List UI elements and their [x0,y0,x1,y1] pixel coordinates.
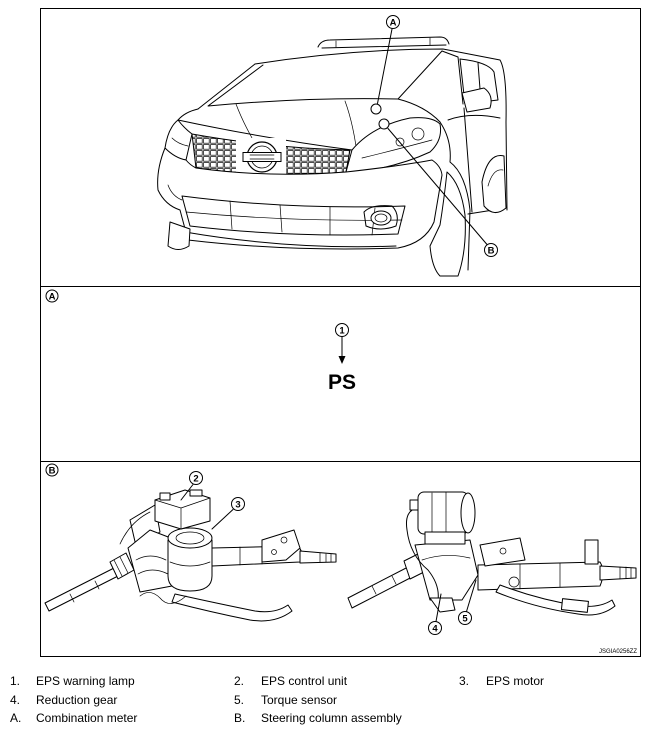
column-tube-right [477,561,604,591]
panel-b: B [44,463,637,655]
panel-b-label: B [49,466,56,477]
legend-label: Torque sensor [261,693,338,707]
legend-label: EPS warning lamp [36,674,135,688]
legend-label: Reduction gear [36,693,118,707]
eps-motor-right [417,491,476,545]
reduction-gear-housing-right [414,539,479,601]
legend-label: EPS motor [486,674,545,688]
mounting-bracket [261,529,301,563]
callout-5: 5 [458,579,477,625]
panel-a-label: A [49,292,56,303]
figure-code: JSGIA0256ZZ [599,649,637,655]
side-mirror [461,87,492,113]
eps-control-unit [154,489,211,530]
steering-shaft-end-right [599,565,637,581]
legend-num: B. [234,711,246,725]
tilt-lever [171,593,293,622]
callout-1-label: 1 [339,326,345,337]
windshield [207,50,443,107]
legend-num: 5. [234,693,245,707]
steering-shaft-end [299,550,337,564]
combination-meter-marker [370,103,382,115]
side-window [459,58,499,105]
callout-4: 4 [428,593,442,635]
legend-num: 2. [234,674,245,688]
callout-4-label: 4 [432,624,438,635]
callout-b: B [378,118,498,257]
callout-b-label: B [488,246,495,257]
front-bumper [157,147,443,250]
lower-intake [181,195,406,236]
tilt-lever-right [495,584,616,616]
callout-a: A [370,15,400,115]
callout-3-label: 3 [235,500,240,511]
arrow-down-icon [338,356,346,364]
front-tire-left [167,221,191,250]
rear-tire [481,155,507,213]
steering-column-left-view [44,489,337,622]
panel-a: A 1 PS [45,289,356,394]
legend-label: EPS control unit [261,674,348,688]
component-location-figure: A B A 1 PS B [40,8,641,657]
legend-num: 1. [10,674,21,688]
callout-3: 3 [211,497,245,530]
mounting-plate-right [584,539,599,565]
callout-2-label: 2 [193,474,198,485]
callout-5-label: 5 [462,614,468,625]
figure-frame [40,8,641,657]
steering-column-right-view [347,491,637,616]
steering-column-marker [378,118,390,130]
legend-label: Combination meter [36,711,138,725]
legend-num: 3. [459,674,470,688]
eps-motor [167,527,213,592]
upper-bracket-right [479,537,526,567]
ps-warning-lamp-text: PS [328,371,356,394]
legend-num: 4. [10,693,21,707]
emblem-icon [242,141,282,173]
legend-num: A. [10,711,22,725]
vehicle-illustration [157,36,508,277]
legend-label: Steering column assembly [261,711,402,725]
hood [177,108,353,151]
callout-a-label: A [390,18,397,29]
front-tire-right [429,171,466,277]
callout-2: 2 [180,471,203,501]
fog-light [363,205,398,230]
